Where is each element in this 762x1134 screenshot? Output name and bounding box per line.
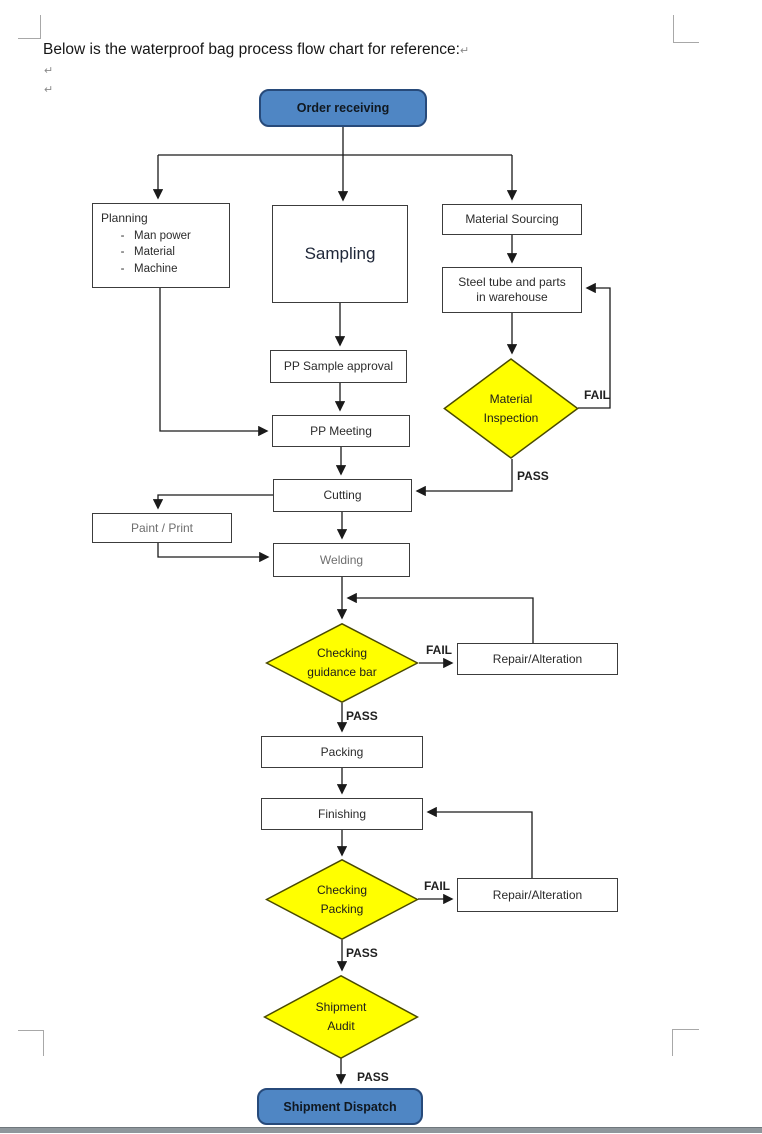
connector-arrow	[157, 543, 270, 563]
diamond-shape	[265, 623, 419, 703]
node-repair-alteration-1[interactable]: Repair/Alteration	[457, 643, 618, 675]
node-finishing[interactable]: Finishing	[261, 798, 423, 830]
label-pass-material: PASS	[517, 469, 549, 483]
label-fail-guidance: FAIL	[426, 643, 452, 657]
bullet-dash: -	[120, 263, 125, 276]
node-shipment-audit[interactable]: Shipment Audit	[263, 975, 419, 1059]
node-label: Inspection	[483, 410, 539, 425]
crop-mark-bottom-right	[672, 1029, 699, 1056]
node-label: Checking	[316, 646, 368, 661]
node-material-sourcing[interactable]: Material Sourcing	[442, 204, 582, 235]
node-paint-print[interactable]: Paint / Print	[92, 513, 232, 543]
node-label: Material	[489, 391, 533, 406]
node-shipment-dispatch[interactable]: Shipment Dispatch	[257, 1088, 423, 1125]
planning-item-label: Man power	[134, 229, 191, 242]
node-repair-alteration-2[interactable]: Repair/Alteration	[457, 878, 618, 912]
node-label: Audit	[327, 1019, 355, 1033]
node-material-inspection[interactable]: Material Inspection	[443, 358, 579, 459]
planning-item-label: Machine	[134, 263, 178, 276]
node-pp-sample-approval[interactable]: PP Sample approval	[270, 350, 407, 383]
crop-mark-bottom-left	[18, 1030, 44, 1056]
page-title: Below is the waterproof bag process flow…	[43, 41, 470, 58]
label-fail-packing: FAIL	[424, 879, 450, 893]
node-label: Steel tube and parts	[458, 275, 566, 289]
node-planning[interactable]: Planning - Man power - Material - Machin…	[92, 203, 230, 288]
connector-arrow	[159, 288, 269, 437]
planning-item-label: Material	[134, 246, 175, 259]
label-pass-audit: PASS	[357, 1070, 389, 1084]
crop-mark-top-right	[673, 15, 699, 43]
connector-repair-loop	[426, 806, 533, 878]
node-pp-meeting[interactable]: PP Meeting	[272, 415, 410, 447]
planning-item: - Machine	[101, 262, 178, 276]
connector-pass	[415, 459, 513, 497]
node-order-receiving[interactable]: Order receiving	[259, 89, 427, 127]
node-label: in warehouse	[476, 290, 548, 304]
bullet-dash: -	[120, 229, 125, 242]
node-checking-guidance-bar[interactable]: Checking guidance bar	[265, 623, 419, 703]
planning-item: - Material	[101, 245, 175, 259]
planning-item: - Man power	[101, 229, 191, 243]
diamond-shape	[265, 859, 419, 940]
node-label: Packing	[320, 901, 364, 916]
node-steel-tube-warehouse[interactable]: Steel tube and parts in warehouse	[442, 267, 582, 313]
node-label: guidance bar	[307, 665, 377, 679]
bullet-dash: -	[120, 246, 125, 259]
label-fail-material: FAIL	[584, 388, 610, 402]
node-checking-packing[interactable]: Checking Packing	[265, 859, 419, 940]
connector-arrow	[152, 494, 273, 510]
node-label: Shipment	[315, 1000, 367, 1015]
node-label: Checking	[316, 882, 368, 897]
node-cutting[interactable]: Cutting	[273, 479, 412, 512]
label-pass-guidance: PASS	[346, 709, 378, 723]
diamond-shape	[443, 358, 579, 459]
paragraph-mark-icon: ↵	[459, 45, 470, 57]
crop-mark-top-left	[18, 15, 41, 39]
node-sampling[interactable]: Sampling	[272, 205, 408, 303]
paragraph-mark-icon: ↵	[44, 84, 54, 96]
connector-fail-loop	[578, 282, 611, 409]
page-bottom-edge	[0, 1127, 762, 1133]
connector-repair-loop	[346, 592, 534, 643]
label-pass-packing: PASS	[346, 946, 378, 960]
planning-title: Planning	[101, 211, 148, 225]
paragraph-mark-icon: ↵	[44, 65, 54, 77]
node-welding[interactable]: Welding	[273, 543, 410, 577]
diamond-shape	[263, 975, 419, 1059]
node-packing[interactable]: Packing	[261, 736, 423, 768]
